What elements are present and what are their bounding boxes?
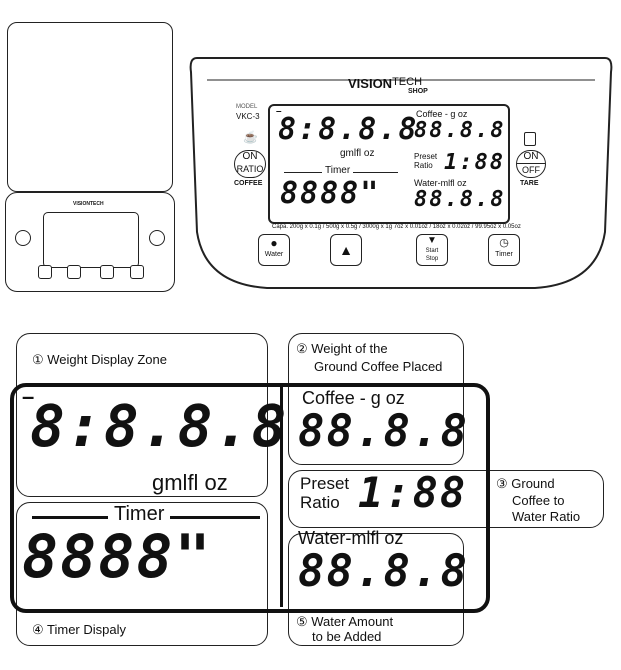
on-ratio-button[interactable]: ON RATIO	[234, 150, 266, 178]
model-value: VKC-3	[236, 112, 260, 121]
lcd-coffee-digits: 88.8.8	[414, 118, 506, 143]
timer-button-label: Timer	[495, 251, 513, 258]
lcd-display	[268, 104, 510, 224]
lcd-ratio-label: Ratio	[414, 161, 433, 170]
device-outline	[189, 57, 613, 289]
coffee-caption: COFFEE	[234, 180, 263, 187]
callout-water-label-2: to be Added	[312, 629, 382, 644]
ratio-label: RATIO	[236, 164, 264, 174]
onoff-off-label: OFF	[517, 163, 545, 176]
zoom-lcd-divider	[280, 385, 285, 607]
up-arrow-icon: ▲	[339, 242, 353, 258]
brand-shop: SHOP	[408, 88, 428, 95]
callout-water-label-1: ⑤ Water Amount	[296, 614, 394, 629]
water-button[interactable]: ● Water	[258, 234, 290, 266]
up-button[interactable]: ▲	[330, 234, 362, 266]
callout-weight-zone-label: ① Weight Display Zone	[32, 352, 167, 367]
callout-coffee-box	[288, 333, 464, 465]
onoff-on-label: ON	[523, 151, 539, 162]
model-label: MODEL	[236, 104, 258, 110]
small-scale-left-button[interactable]	[15, 230, 31, 246]
zoom-coffee-label: Coffee - g oz	[302, 388, 405, 408]
callout-ratio-label-1: ③ Ground	[496, 476, 555, 491]
lcd-minus-sign: –	[276, 106, 282, 117]
stopwatch-icon: ◷	[499, 237, 509, 249]
brand-main: VISION	[348, 76, 393, 91]
callout-weight-zone-box	[16, 333, 268, 497]
on-label: ON	[242, 151, 258, 162]
zoom-weight-units: gmlfl oz	[152, 470, 228, 495]
coffee-cup-icon: ☕	[243, 130, 258, 144]
start-stop-button[interactable]: ▼ Start Stop	[416, 234, 448, 266]
zoom-ratio-label: Ratio	[300, 493, 340, 512]
small-timer-button[interactable]	[130, 265, 144, 279]
small-scale-top-plate	[7, 22, 173, 192]
lcd-timer-digits: 8888"	[280, 176, 381, 211]
callout-ratio-box	[288, 470, 604, 528]
brand-name: VISIONTECH	[348, 76, 422, 91]
start-label: Start	[425, 248, 439, 254]
callout-water-box	[288, 533, 464, 646]
lcd-water-label: Water-mlfl oz	[414, 178, 467, 188]
zoom-coffee-digits: 88.8.8	[298, 406, 469, 457]
zoom-timer-digits: 8888"	[22, 522, 213, 592]
callout-timer-box	[16, 502, 268, 646]
water-button-label: Water	[264, 251, 284, 258]
callout-ratio-label-3: Water Ratio	[512, 509, 581, 524]
zoom-timer-label: Timer	[108, 503, 171, 526]
lcd-water-digits: 88.8.8	[414, 187, 506, 212]
lcd-weight-digits: 8:8.8.8	[278, 112, 419, 147]
lcd-timer-label: Timer	[322, 165, 354, 176]
zoom-weight-digits: 8:8.8.8	[30, 392, 289, 460]
small-scale-display	[43, 212, 139, 268]
down-arrow-icon: ▼	[427, 235, 437, 246]
small-scale-brand: VISIONTECH	[73, 201, 104, 207]
lcd-ratio-digits: 1:88	[444, 150, 505, 175]
callout-coffee-label-1: ② Weight of the	[296, 341, 388, 356]
zoom-lcd-frame	[10, 383, 490, 613]
callout-timer-label: ④ Timer Dispaly	[32, 622, 127, 637]
tare-caption: TARE	[520, 180, 539, 187]
lcd-preset-label: Preset	[414, 152, 438, 161]
callout-coffee-label-2: Ground Coffee Placed	[314, 359, 443, 374]
timer-button[interactable]: ◷ Timer	[488, 234, 520, 266]
zoom-water-digits: 88.8.8	[298, 546, 469, 597]
lcd-weight-units: gmlfl oz	[340, 148, 375, 159]
on-off-button[interactable]: ON OFF	[516, 150, 546, 178]
zoom-water-label: Water-mlfl oz	[298, 528, 404, 548]
small-start-button[interactable]	[100, 265, 114, 279]
small-scale-body	[5, 192, 175, 292]
stop-label: Stop	[425, 256, 439, 262]
small-up-button[interactable]	[67, 265, 81, 279]
small-scale-device: VISIONTECH	[5, 20, 175, 292]
water-drop-icon: ●	[270, 236, 278, 250]
small-scale-right-button[interactable]	[149, 230, 165, 246]
small-water-button[interactable]	[38, 265, 52, 279]
brand-tech: TECH	[392, 76, 423, 88]
zoom-ratio-digits: 1:88	[358, 468, 468, 517]
kettle-icon	[524, 132, 536, 146]
lcd-coffee-label: Coffee - g oz	[416, 109, 468, 119]
capacity-text: Capa. 200g x 0.1g / 500g x 0.5g / 3000g …	[272, 224, 521, 230]
zoom-minus-sign: –	[22, 384, 35, 409]
callout-ratio-label-2: Coffee to	[512, 493, 565, 508]
zoom-preset-label: Preset	[300, 474, 350, 493]
